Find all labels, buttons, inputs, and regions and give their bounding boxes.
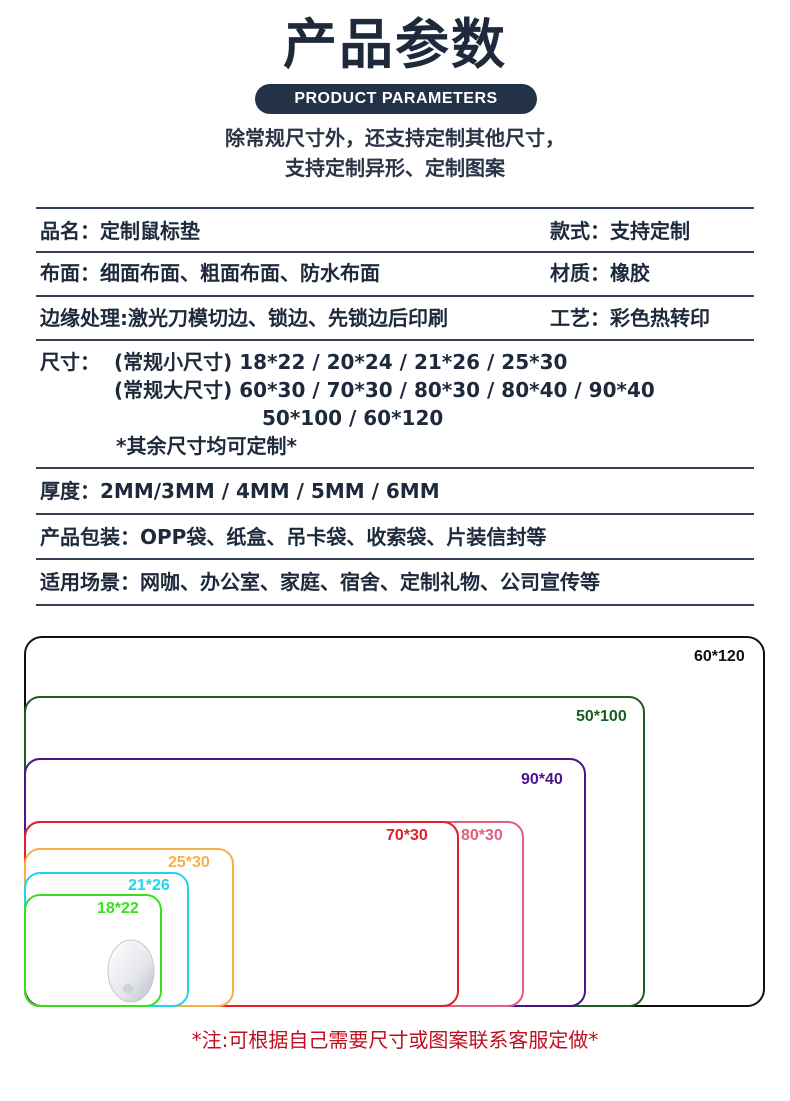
spec-material: 材质：橡胶: [550, 261, 650, 285]
table-divider: [36, 467, 754, 469]
spec-surface: 布面：细面布面、粗面布面、防水布面: [40, 261, 380, 285]
spec-size-large: (常规大尺寸) 60*30 / 70*30 / 80*30 / 80*40 / …: [114, 378, 655, 402]
size-label-60x120: 60*120: [694, 648, 745, 665]
size-label-21x26: 21*26: [128, 877, 170, 894]
footer-note: *注:可根据自己需要尺寸或图案联系客服定做*: [191, 1028, 599, 1052]
intro-line-1: 除常规尺寸外，还支持定制其他尺寸，: [225, 126, 565, 150]
size-label-70x30: 70*30: [386, 827, 428, 844]
size-label-80x30: 80*30: [461, 827, 503, 844]
table-divider: [36, 604, 754, 606]
spec-size-label: 尺寸：: [40, 350, 100, 374]
table-divider: [36, 251, 754, 253]
spec-thickness: 厚度：2MM/3MM / 4MM / 5MM / 6MM: [40, 479, 440, 503]
table-divider: [36, 207, 754, 209]
size-label-25x30: 25*30: [168, 854, 210, 871]
table-divider: [36, 295, 754, 297]
spec-style: 款式：支持定制: [550, 219, 690, 243]
table-divider: [36, 513, 754, 515]
page-title: 产品参数: [283, 13, 507, 76]
size-label-18x22: 18*22: [97, 900, 139, 917]
size-label-90x40: 90*40: [521, 771, 563, 788]
table-divider: [36, 558, 754, 560]
spec-size-large-2: 50*100 / 60*120: [262, 406, 444, 430]
spec-edge: 边缘处理:激光刀模切边、锁边、先锁边后印刷: [40, 306, 448, 330]
mouse-icon: [107, 939, 155, 1003]
spec-size-small: (常规小尺寸) 18*22 / 20*24 / 21*26 / 25*30: [114, 350, 568, 374]
size-box-18x22: [24, 894, 162, 1007]
spec-usage: 适用场景：网咖、办公室、家庭、宿舍、定制礼物、公司宣传等: [40, 570, 600, 594]
subtitle-badge: PRODUCT PARAMETERS: [255, 84, 537, 114]
intro-line-2: 支持定制异形、定制图案: [285, 156, 505, 180]
size-label-50x100: 50*100: [576, 708, 627, 725]
spec-name: 品名：定制鼠标垫: [40, 219, 200, 243]
spec-packaging: 产品包装：OPP袋、纸盒、吊卡袋、收索袋、片装信封等: [40, 525, 547, 549]
spec-craft: 工艺：彩色热转印: [550, 306, 710, 330]
spec-size-note: *其余尺寸均可定制*: [116, 434, 297, 458]
table-divider: [36, 339, 754, 341]
